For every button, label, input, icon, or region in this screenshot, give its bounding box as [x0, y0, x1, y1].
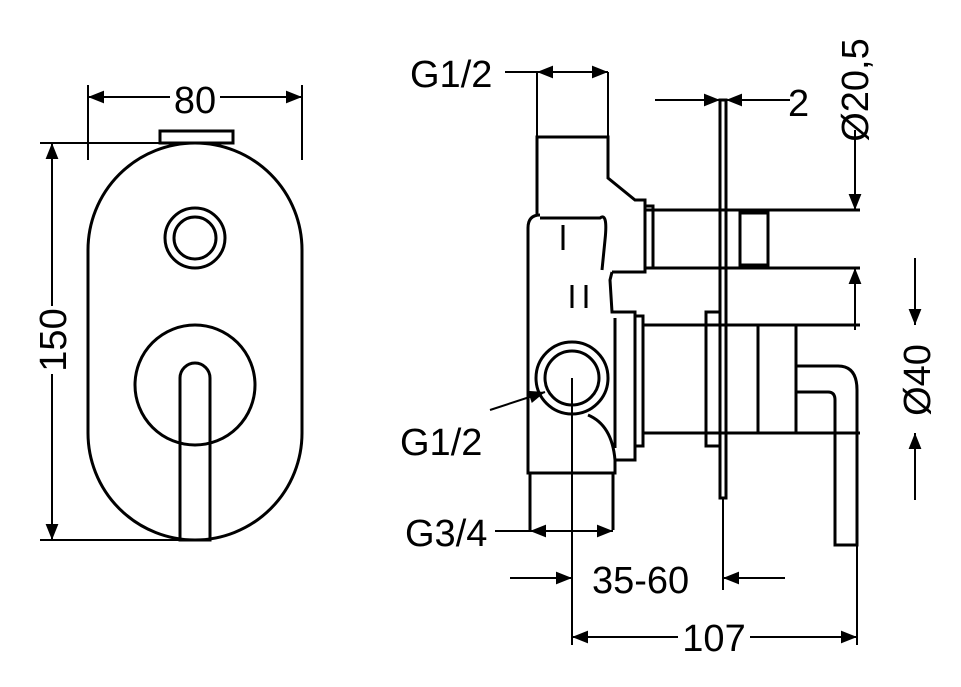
body-diameter-label: Ø40 [897, 344, 939, 416]
pipe-collar [643, 204, 655, 270]
handle-hub [724, 323, 798, 435]
handle-rosette [133, 323, 257, 447]
side-inlet-leader [489, 390, 546, 411]
side-inlet-label: G1/2 [400, 422, 482, 464]
handle-lever-side [797, 364, 859, 547]
body-curve [587, 413, 617, 461]
pipe-nut [738, 211, 770, 267]
bottom-outlet-label: G3/4 [405, 513, 487, 555]
label-mask [678, 620, 750, 656]
width-label: 80 [174, 80, 216, 122]
label-mask [36, 306, 72, 374]
plate-thickness-label: 2 [788, 83, 809, 125]
depth-range-label: 35-60 [592, 560, 689, 602]
valve-body [526, 213, 637, 475]
top-inlet-body [535, 135, 647, 274]
body-detail [540, 215, 608, 271]
side-view: G1/2 G3/4 G1/2 2 [400, 38, 939, 660]
pipe-diameter-label: Ø20,5 [835, 38, 877, 142]
cover-plate [86, 141, 304, 542]
body-ring [633, 314, 645, 448]
top-inlet-label: G1/2 [410, 54, 492, 96]
top-tab [158, 129, 235, 145]
label-mask [170, 82, 220, 118]
handle-lever [178, 361, 212, 542]
projection-label: 107 [682, 618, 745, 660]
diverter-button [163, 206, 227, 270]
diverter-button-inner [172, 215, 218, 261]
flange [704, 310, 722, 448]
front-view: 80 150 [33, 80, 304, 542]
height-label: 150 [33, 308, 75, 371]
